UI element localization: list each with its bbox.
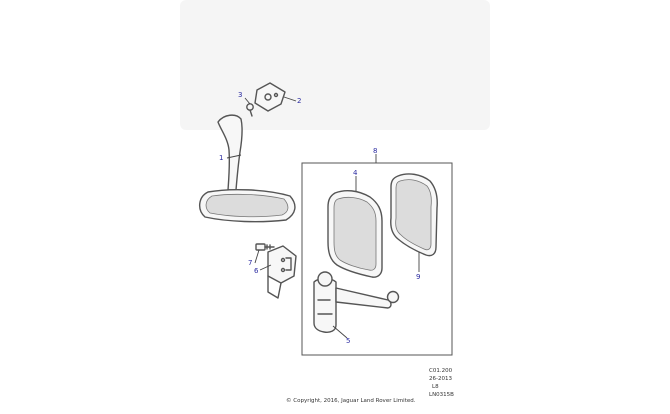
- drawing-reference-block: C01.200 26-2013 L8 LN0315B: [429, 368, 454, 398]
- callout-7: 7: [248, 259, 252, 267]
- mirror-glass-part: [390, 173, 438, 257]
- leader-lines: [226, 96, 420, 339]
- callout-4: 4: [353, 169, 358, 177]
- bolt-part: [255, 243, 275, 251]
- callout-8: 8: [373, 147, 377, 155]
- reference-level: L8: [432, 384, 439, 390]
- callout-9: 9: [416, 273, 420, 281]
- assembly-group-box: [301, 162, 453, 356]
- reference-date: 26-2013: [429, 376, 452, 382]
- mirror-arm-hinge-part: [313, 271, 400, 333]
- interior-mirror-head: [199, 188, 296, 223]
- copyright-text: © Copyright, 2016, Jaguar Land Rover Lim…: [286, 397, 416, 404]
- mirror-arm-part: [217, 114, 243, 191]
- callout-labels: 1 2 3 4 5 6 7 8 9: [219, 91, 420, 345]
- callout-6: 6: [254, 267, 259, 275]
- mounting-plate-part: [254, 82, 286, 112]
- callout-5: 5: [346, 337, 350, 345]
- callout-3: 3: [238, 91, 242, 99]
- bracket-part: [267, 245, 297, 299]
- door-mirror-housing: [327, 189, 383, 278]
- reference-code: C01.200: [429, 368, 453, 374]
- callout-2: 2: [297, 97, 301, 105]
- callout-1: 1: [219, 154, 223, 162]
- background-watermark: [180, 0, 490, 130]
- drawing-id: LN0315B: [429, 392, 454, 398]
